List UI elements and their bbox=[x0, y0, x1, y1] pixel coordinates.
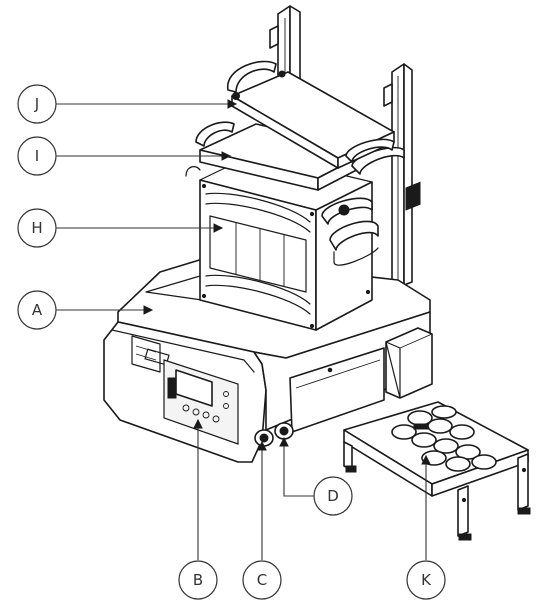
callout-label-h: H bbox=[31, 219, 42, 237]
side-power-box bbox=[385, 181, 433, 399]
tray-i bbox=[185, 121, 405, 191]
callout-label-d: D bbox=[327, 487, 339, 505]
callout-d: D bbox=[313, 476, 353, 516]
callout-c: C bbox=[242, 560, 282, 600]
callout-h: H bbox=[17, 208, 57, 248]
lid-j bbox=[227, 60, 395, 169]
callout-label-a: A bbox=[32, 301, 43, 319]
callout-b: B bbox=[178, 560, 218, 600]
callout-label-k: K bbox=[421, 571, 432, 589]
callout-label-b: B bbox=[193, 571, 203, 589]
callout-label-i: I bbox=[35, 147, 39, 165]
callout-label-c: C bbox=[257, 571, 267, 589]
callout-i: I bbox=[17, 136, 57, 176]
rack-cage bbox=[199, 153, 379, 331]
callout-j: J bbox=[17, 84, 57, 124]
leader-lines bbox=[56, 99, 431, 560]
callout-a: A bbox=[17, 290, 57, 330]
callout-k: K bbox=[406, 560, 446, 600]
control-panel bbox=[163, 359, 239, 445]
callout-label-j: J bbox=[34, 95, 39, 113]
rear-rail-right bbox=[383, 63, 413, 293]
plate-k bbox=[343, 401, 531, 541]
